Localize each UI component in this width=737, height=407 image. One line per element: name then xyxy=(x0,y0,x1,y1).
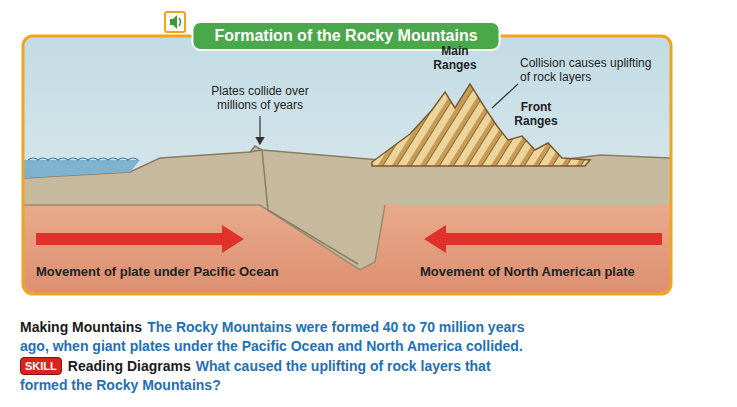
panel-border xyxy=(23,36,671,294)
caption-heading: Making Mountains xyxy=(20,319,142,335)
caption-paragraph: Making MountainsThe Rocky Mountains were… xyxy=(20,318,540,356)
arrow-label: Movement of North American plate xyxy=(420,264,665,279)
skill-badge: SKILL xyxy=(20,357,62,375)
arrow-north-american-plate xyxy=(424,225,662,253)
speaker-icon xyxy=(165,12,185,32)
leader-line xyxy=(492,84,518,108)
diagram-label: Main Ranges xyxy=(424,44,486,72)
badge-text: SKILL xyxy=(25,360,57,372)
diagram-label: Collision causes uplifting of rock layer… xyxy=(520,56,660,84)
plate-outline xyxy=(24,205,385,270)
rocky-mountains xyxy=(372,84,590,166)
arrow-pacific-plate xyxy=(36,225,244,253)
diagram-label: Front Ranges xyxy=(508,100,564,128)
ocean xyxy=(24,160,140,178)
panel-scene xyxy=(24,37,670,293)
arrow-label: Movement of plate under Pacific Ocean xyxy=(36,264,336,279)
leader-line xyxy=(259,116,260,144)
plate-boundary xyxy=(250,150,358,264)
waves xyxy=(28,158,138,160)
question-heading: Reading Diagrams xyxy=(68,358,191,374)
diagram-label: Plates collide over millions of years xyxy=(192,84,328,112)
question-paragraph: SKILLReading DiagramsWhat caused the upl… xyxy=(20,357,540,395)
figure-title: Formation of the Rocky Mountains xyxy=(214,26,477,46)
